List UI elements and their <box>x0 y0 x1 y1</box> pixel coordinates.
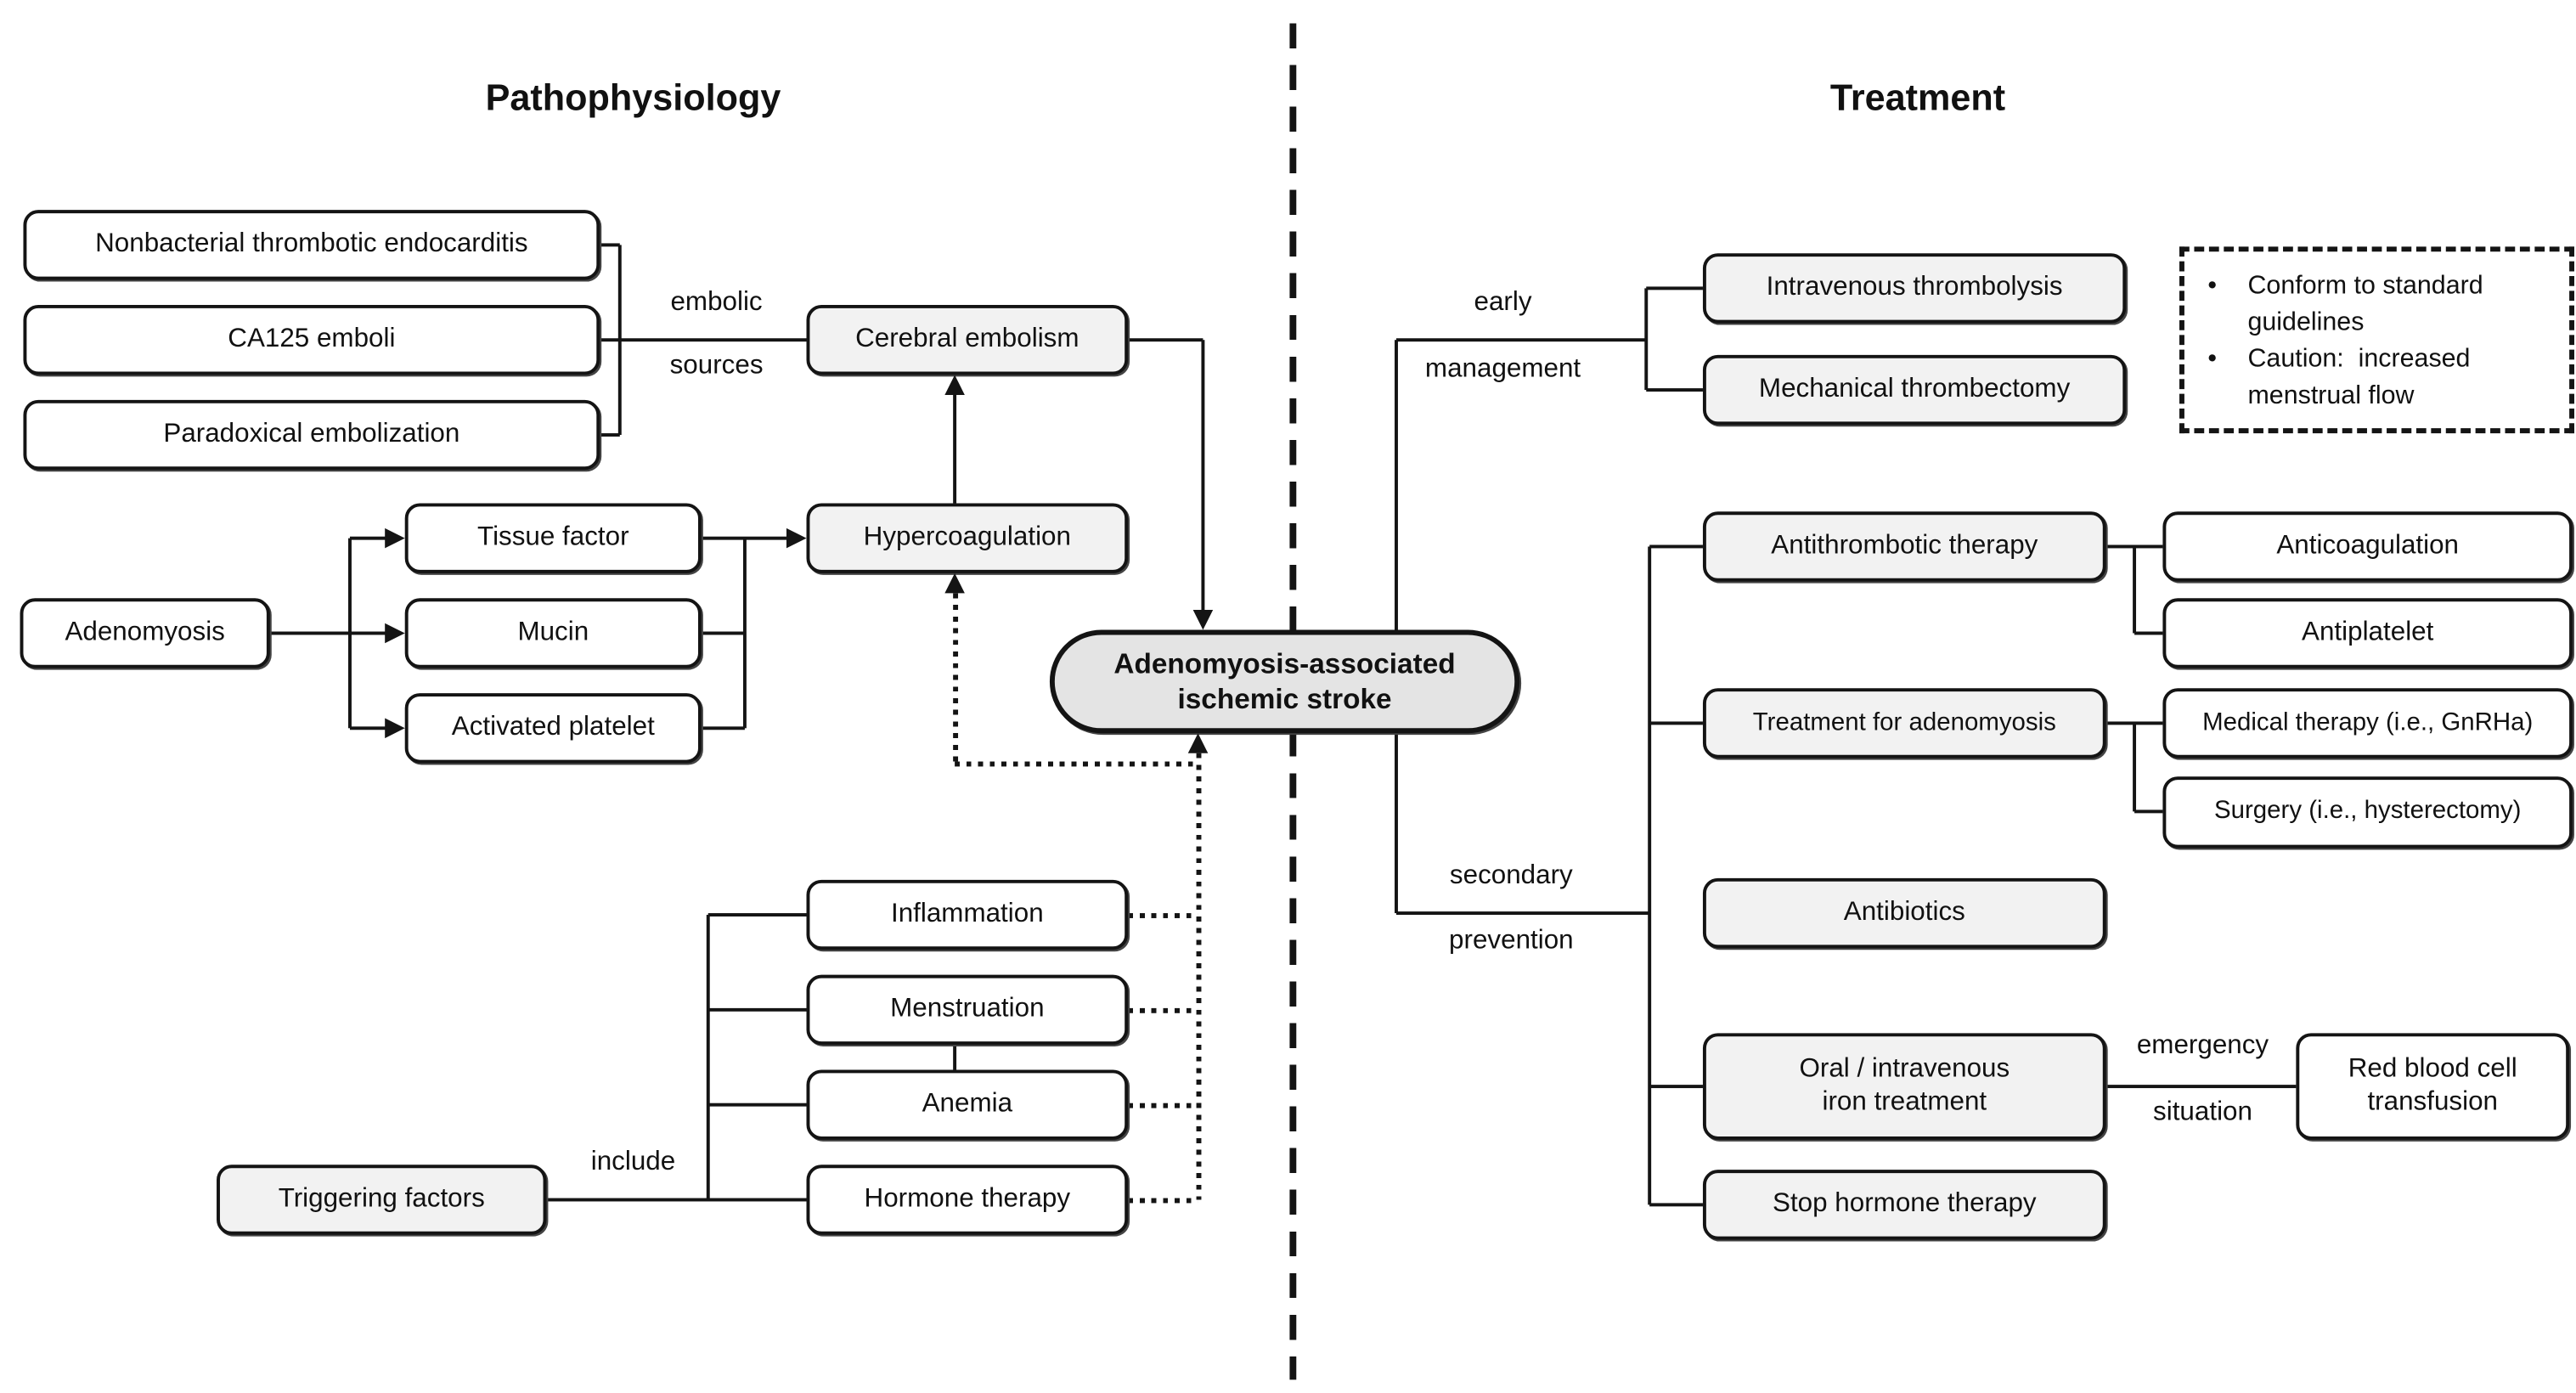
edge-thrombectomy-stub <box>1646 387 1703 392</box>
edge-secondary-trunk <box>1647 546 1652 1205</box>
node-mucin: Mucin <box>404 598 702 668</box>
edge-label-situation: situation <box>2153 1097 2252 1127</box>
edge-early-main <box>1395 337 1647 342</box>
node-activated-platelet: Activated platelet <box>404 693 702 764</box>
edge-embolic-bracket <box>617 245 623 436</box>
arrowhead-activated-platelet <box>385 717 405 738</box>
edge-label-emergency: emergency <box>2136 1031 2269 1060</box>
edge-label-early: early <box>1474 288 1532 317</box>
node-hypercoagulation: Hypercoagulation <box>806 503 1129 573</box>
node-antiplatelet: Antiplatelet <box>2162 598 2573 668</box>
edge-treatadeno-stub <box>1649 720 1703 725</box>
arrowhead-cerebral-bottom <box>944 375 964 395</box>
edge-cerebral-down <box>1200 340 1205 613</box>
dotted-menstruation-out <box>1128 1007 1198 1012</box>
arrowhead-hypercoagulation <box>786 527 807 548</box>
section-title-treatment: Treatment <box>1829 76 2006 119</box>
section-title-pathophysiology: Pathophysiology <box>485 76 781 119</box>
note-item-caution: • Caution: increased menstrual flow <box>2207 341 2556 415</box>
edge-antithrombotic-out <box>2105 544 2163 549</box>
edge-stophormone-stub <box>1649 1202 1703 1207</box>
arrowhead-hyper-bottom-dotted <box>944 572 964 594</box>
node-adenomyosis-associated-ischemic-stroke: Adenomyosis-associated ischemic stroke <box>1049 629 1520 734</box>
edge-label-management: management <box>1424 354 1581 384</box>
node-cerebral-embolism: Cerebral embolism <box>806 305 1129 375</box>
node-hormone-therapy: Hormone therapy <box>806 1165 1129 1235</box>
edge-central-to-early <box>1394 340 1399 630</box>
edge-label-sources: sources <box>669 351 764 381</box>
edge-central-to-secondary <box>1394 733 1399 914</box>
dotted-elbow-to-hyper <box>955 760 1198 766</box>
edge-inflammation-stub <box>707 912 807 917</box>
bullet-icon: • <box>2207 271 2218 301</box>
edge-menstruation-to-anemia <box>952 1045 957 1070</box>
edge-to-mucin <box>349 630 387 635</box>
node-intravenous-thrombolysis: Intravenous thrombolysis <box>1702 253 2127 324</box>
dotted-trunk-to-central <box>1195 753 1201 1200</box>
node-red-blood-cell-transfusion: Red blood cell transfusion <box>2296 1033 2570 1140</box>
node-anticoagulation: Anticoagulation <box>2162 511 2573 582</box>
edge-oraliron-stub <box>1649 1084 1703 1089</box>
edge-adenomyosis-bracket <box>347 538 352 729</box>
edge-mucin-stub <box>701 630 745 635</box>
edge-label-prevention: prevention <box>1449 926 1574 956</box>
edge-nbte-stub <box>600 242 620 247</box>
dotted-up-to-hypercoagulation <box>952 593 958 764</box>
edge-antiplatelet-stub <box>2134 630 2163 635</box>
arrowhead-mucin <box>385 622 405 643</box>
node-anemia: Anemia <box>806 1069 1129 1140</box>
edge-oraliron-to-rbc <box>2105 1084 2297 1089</box>
edge-to-activated-platelet <box>349 725 387 730</box>
edge-triggering-bracket <box>706 915 711 1200</box>
edge-label-secondary: secondary <box>1449 861 1573 890</box>
node-oral-intravenous-iron-treatment: Oral / intravenous iron treatment <box>1702 1033 2106 1140</box>
edge-surgery-stub <box>2134 809 2163 814</box>
node-menstruation: Menstruation <box>806 974 1129 1046</box>
edge-triggering-main <box>546 1197 807 1203</box>
dotted-inflammation-out <box>1128 912 1198 917</box>
arrowhead-tissue-factor <box>385 527 405 548</box>
node-paradoxical-embolization: Paradoxical embolization <box>23 399 600 471</box>
node-triggering-factors: Triggering factors <box>217 1165 547 1235</box>
edge-cerebral-out <box>1128 337 1203 342</box>
node-antithrombotic-therapy: Antithrombotic therapy <box>1702 511 2106 582</box>
edge-menstruation-stub <box>707 1007 807 1012</box>
node-treatment-for-adenomyosis: Treatment for adenomyosis <box>1702 688 2106 759</box>
node-adenomyosis: Adenomyosis <box>20 598 270 668</box>
edge-activated-stub <box>701 725 745 730</box>
arrowhead-central-bottom-dotted <box>1187 733 1208 753</box>
edge-antithrombotic-stub <box>1649 544 1703 549</box>
note-item-guidelines: • Conform to standard guidelines <box>2207 268 2556 341</box>
node-tissue-factor: Tissue factor <box>404 503 702 573</box>
edge-secondary-main <box>1395 911 1650 916</box>
edge-anemia-stub <box>707 1103 807 1108</box>
node-inflammation: Inflammation <box>806 879 1129 950</box>
edge-hyper-to-cerebral <box>952 394 957 504</box>
edge-label-embolic: embolic <box>670 288 763 317</box>
edge-early-bracket <box>1643 288 1649 391</box>
edge-treatadeno-out <box>2105 720 2163 725</box>
node-ca125-emboli: CA125 emboli <box>23 305 600 375</box>
bullet-icon: • <box>2207 345 2218 374</box>
node-mechanical-thrombectomy: Mechanical thrombectomy <box>1702 354 2127 426</box>
node-antibiotics: Antibiotics <box>1702 877 2106 949</box>
node-nonbacterial-thrombotic-endocarditis: Nonbacterial thrombotic endocarditis <box>23 210 600 280</box>
edge-paradoxical-stub <box>600 432 620 437</box>
node-medical-therapy-gnrha: Medical therapy (i.e., GnRHa) <box>2162 688 2573 759</box>
edge-treatadeno-bracket <box>2132 723 2137 812</box>
edge-label-include: include <box>590 1148 676 1177</box>
node-stop-hormone-therapy: Stop hormone therapy <box>1702 1170 2106 1240</box>
edge-ca125-stub <box>600 337 620 342</box>
dotted-anemia-out <box>1128 1102 1198 1108</box>
arrowhead-central-top <box>1192 610 1213 630</box>
edge-antithrombotic-bracket <box>2132 546 2137 634</box>
edge-ivthrombolysis-stub <box>1646 285 1703 290</box>
guideline-note-box: • Conform to standard guidelines • Cauti… <box>2179 246 2574 434</box>
edge-to-tissue-factor <box>349 536 387 541</box>
dotted-hormone-out <box>1128 1197 1198 1203</box>
node-surgery-hysterectomy: Surgery (i.e., hysterectomy) <box>2162 776 2573 849</box>
edge-factors-to-hypercoagulation <box>701 536 786 541</box>
edge-embolic-to-cerebral <box>619 337 807 342</box>
edge-adenomyosis-out <box>269 630 350 635</box>
